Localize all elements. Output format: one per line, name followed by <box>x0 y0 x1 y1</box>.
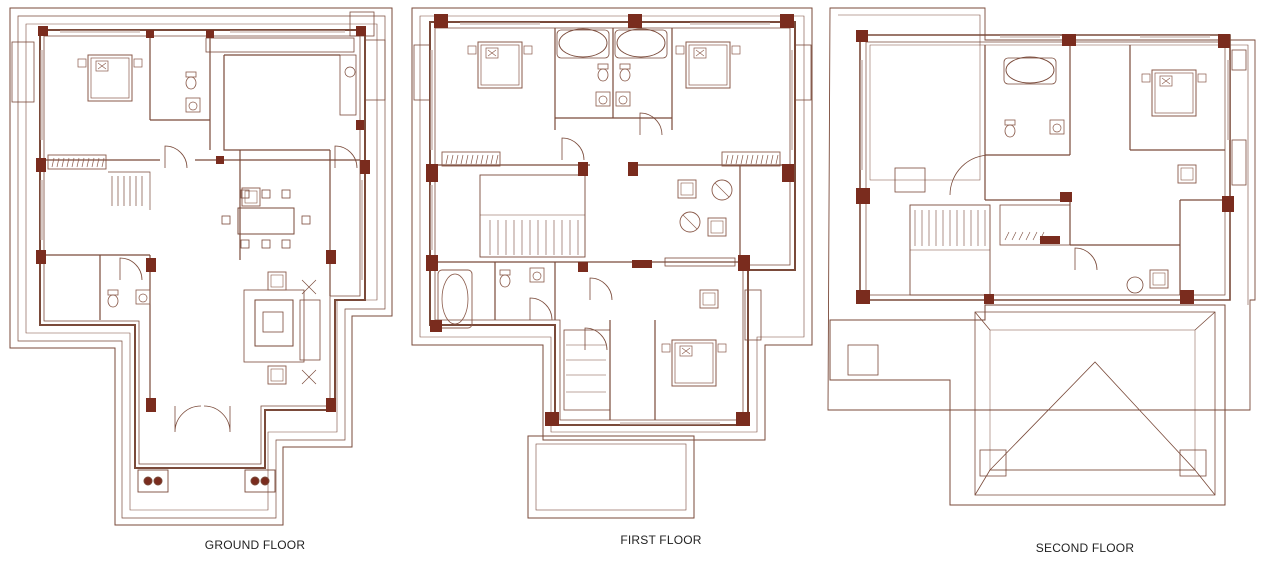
ground-floor-caption: GROUND FLOOR <box>204 538 306 552</box>
ground-floor-plan <box>9 7 393 526</box>
first-floor-plan <box>411 7 813 519</box>
second-floor-plan <box>827 7 1256 506</box>
second-floor-columns <box>856 30 1234 304</box>
first-floor-caption: FIRST FLOOR <box>620 533 702 547</box>
ground-floor-columns <box>36 26 370 412</box>
first-floor-columns <box>426 14 794 426</box>
second-floor-caption: SECOND FLOOR <box>1035 541 1135 555</box>
